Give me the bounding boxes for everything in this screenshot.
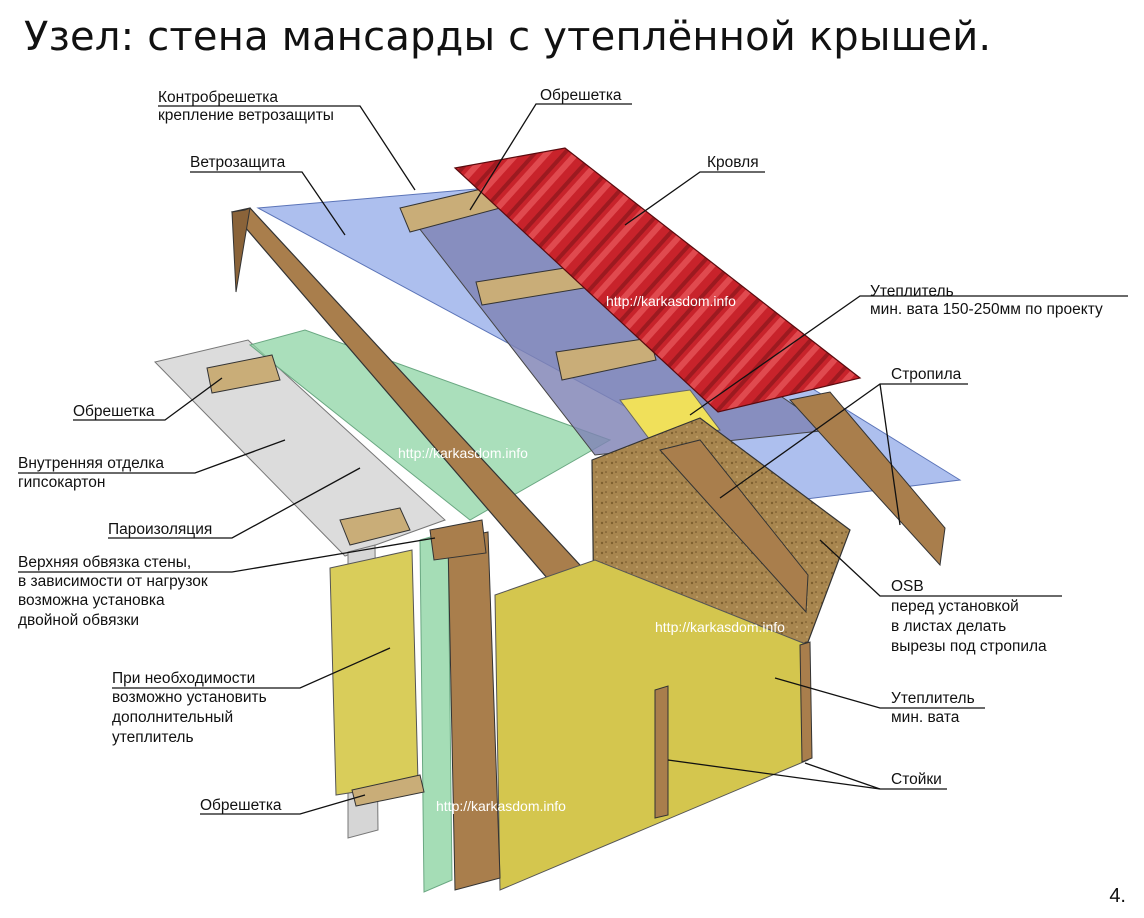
leader-batten-top — [469, 103, 632, 211]
stud-left — [447, 531, 501, 891]
top-plate-2 — [429, 519, 487, 561]
rafter-right-1 — [659, 439, 809, 614]
roofing-sheet — [453, 147, 862, 413]
label-batten-left: Обрешетка — [73, 403, 155, 420]
watermark-2: http://karkasdom.info — [398, 445, 528, 461]
label-vapor-barrier: Пароизоляция — [108, 521, 212, 538]
watermark-1: http://karkasdom.info — [606, 293, 736, 309]
batten-mid-2 — [555, 337, 657, 381]
label-extra-insulation-2: возможно установить — [112, 689, 267, 706]
label-top-plate-1: Верхняя обвязка стены, — [18, 554, 191, 571]
label-top-plate-3: возможна установка — [18, 592, 165, 609]
label-top-plate-2: в зависимости от нагрузок — [18, 573, 208, 590]
label-top-plate-4: двойной обвязки — [18, 612, 139, 629]
label-wall-insulation-1: Утеплитель — [891, 690, 975, 707]
label-batten-top: Обрешетка — [540, 87, 622, 104]
label-extra-insulation-1: При необходимости — [112, 670, 255, 687]
leader-roof-insulation — [689, 295, 1128, 416]
leader-roofing — [624, 171, 765, 226]
stud-right — [799, 641, 813, 763]
extra-insulation — [329, 549, 419, 796]
label-counter-batten: Контробрешетка — [158, 89, 278, 106]
leader-counter-batten — [158, 105, 416, 191]
label-extra-insulation-3: дополнительный — [112, 709, 233, 726]
drywall-sheet — [154, 339, 446, 557]
page-number: 4. — [1109, 885, 1126, 907]
label-interior-finish-sub: гипсокартон — [18, 474, 105, 491]
rafter-right-2 — [789, 391, 946, 567]
stud-center — [654, 685, 669, 819]
label-batten-bottom: Обрешетка — [200, 797, 282, 814]
label-interior-finish: Внутренняя отделка — [18, 455, 164, 472]
label-wind-barrier: Ветрозащита — [190, 154, 286, 171]
label-roof-insulation-sub: мин. вата 150-250мм по проекту — [870, 301, 1103, 318]
leader-wall-insulation — [774, 677, 985, 709]
label-wall-insulation-2: мин. вата — [891, 709, 960, 726]
watermark-4: http://karkasdom.info — [436, 798, 566, 814]
batten-left-board — [206, 354, 281, 394]
batten-bottom-board — [351, 774, 425, 807]
leader-extra-insulation — [112, 647, 391, 689]
leader-wind-barrier — [190, 171, 346, 236]
leader-interior-finish — [18, 439, 286, 474]
watermark-3: http://karkasdom.info — [655, 619, 785, 635]
leader-batten-bottom — [200, 794, 366, 815]
label-studs: Стойки — [891, 771, 942, 788]
vapor-barrier-lower — [419, 531, 453, 893]
label-osb-2: перед установкой — [891, 598, 1019, 615]
label-roofing: Кровля — [707, 154, 759, 171]
diagram-title: Узел: стена мансарды с утеплённой крышей… — [24, 14, 992, 60]
label-counter-batten-sub: крепление ветрозащиты — [158, 107, 334, 124]
leader-rafters-2 — [879, 383, 901, 526]
top-plate — [339, 507, 411, 546]
label-osb-4: вырезы под стропила — [891, 638, 1047, 655]
label-osb-1: OSB — [891, 578, 924, 595]
leader-osb — [819, 539, 1062, 597]
label-osb-3: в листах делать — [891, 618, 1006, 635]
label-rafters: Стропила — [891, 366, 962, 383]
rafter-main-side — [231, 207, 251, 293]
label-roof-insulation: Утеплитель — [870, 283, 954, 300]
leader-studs-2 — [804, 762, 881, 790]
label-extra-insulation-4: утеплитель — [112, 729, 194, 746]
leader-batten-left — [73, 377, 223, 421]
leader-vapor-barrier — [108, 467, 361, 539]
leader-top-plate — [18, 537, 436, 573]
